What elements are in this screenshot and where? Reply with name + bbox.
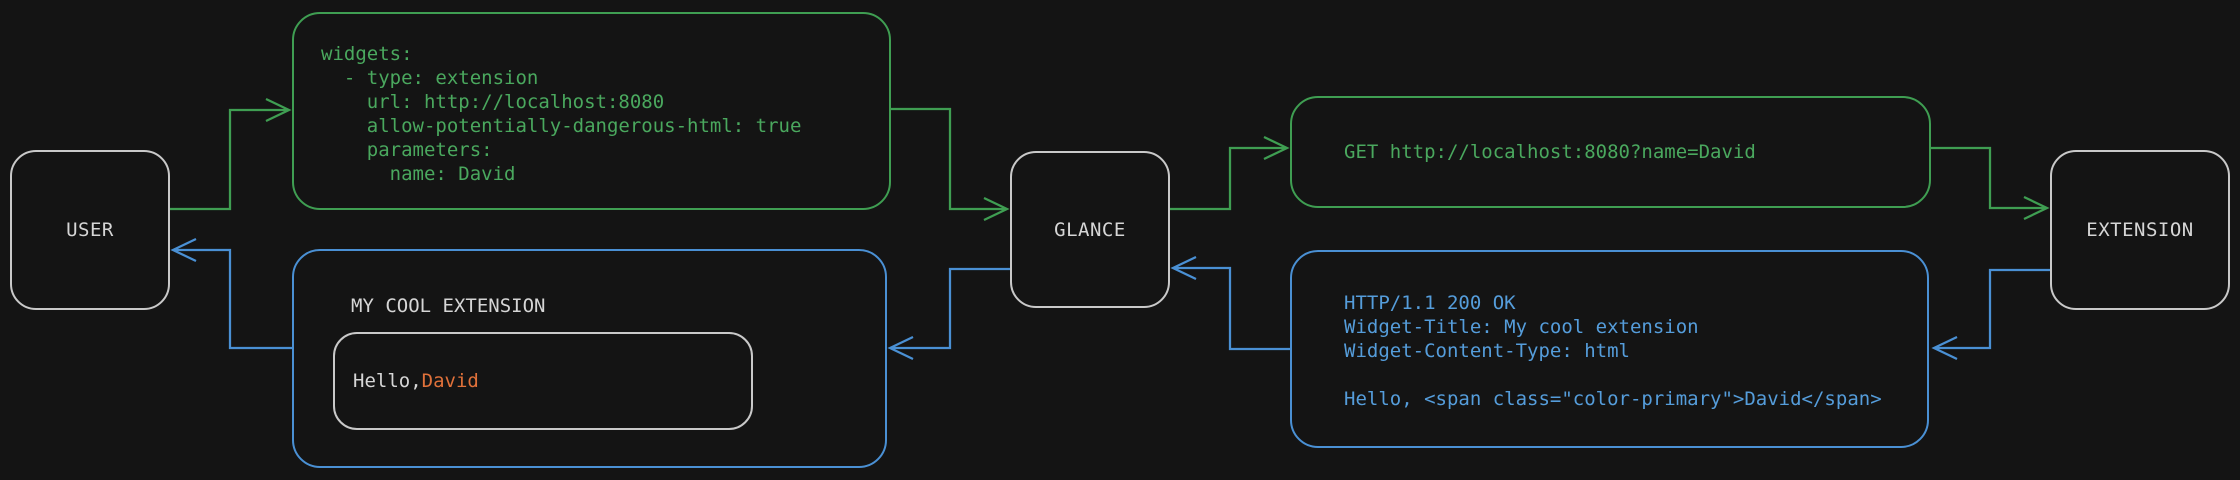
greeting-prefix: Hello, — [353, 370, 422, 392]
arrow-glance-to-widget — [887, 267, 1010, 361]
arrow-glance-to-request — [1170, 135, 1290, 211]
node-user-label: USER — [66, 219, 114, 241]
arrow-config-to-glance — [891, 107, 1010, 222]
http-request-line: GET http://localhost:8080?name=David — [1344, 141, 1756, 163]
http-response-code: HTTP/1.1 200 OK Widget-Title: My cool ex… — [1344, 292, 1882, 410]
widget-preview-box: MY COOL EXTENSION Hello, David — [292, 249, 887, 468]
node-glance: GLANCE — [1010, 151, 1170, 308]
widget-title: MY COOL EXTENSION — [351, 295, 546, 317]
response-flow — [170, 237, 2050, 361]
arrow-extension-to-response — [1931, 268, 2050, 361]
yaml-config-code: widgets: - type: extension url: http://l… — [321, 43, 802, 185]
widget-greeting-card: Hello, David — [333, 332, 753, 430]
node-extension-label: EXTENSION — [2086, 219, 2194, 241]
arrow-widget-to-user — [170, 237, 292, 350]
arrow-request-to-extension — [1931, 146, 2050, 221]
node-extension: EXTENSION — [2050, 150, 2230, 310]
node-user: USER — [10, 150, 170, 310]
greeting-name: David — [421, 370, 479, 392]
node-glance-label: GLANCE — [1054, 218, 1126, 241]
http-request-box: GET http://localhost:8080?name=David — [1290, 96, 1931, 208]
request-flow — [170, 97, 2050, 222]
http-response-box: HTTP/1.1 200 OK Widget-Title: My cool ex… — [1290, 250, 1929, 448]
yaml-config-box: widgets: - type: extension url: http://l… — [292, 12, 891, 210]
arrow-response-to-glance — [1170, 255, 1290, 351]
arrow-user-to-config — [170, 97, 292, 211]
